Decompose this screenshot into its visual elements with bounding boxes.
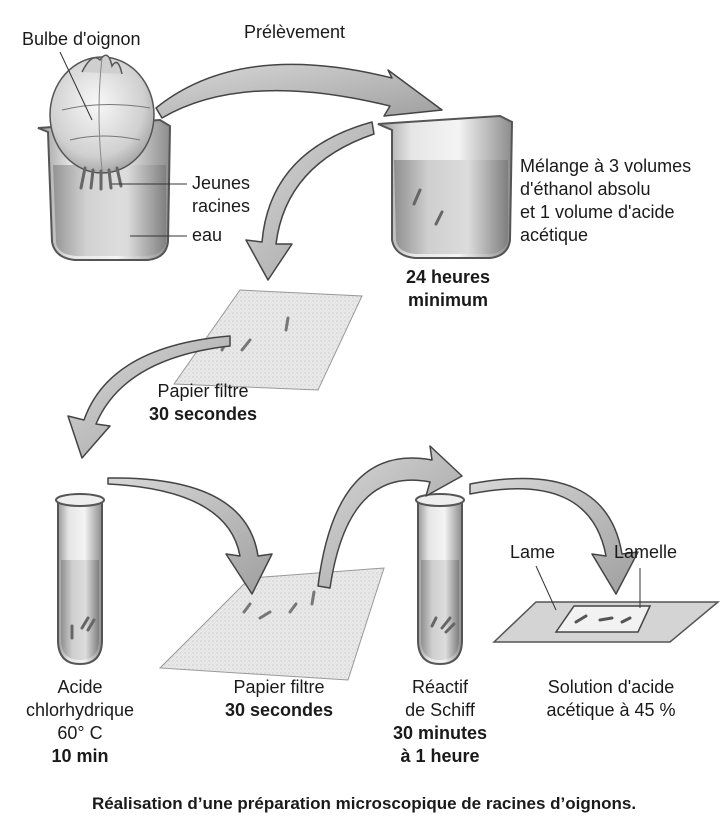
filter-paper-1-name: Papier filtre (157, 381, 249, 401)
label-fixative-mixture: Mélange à 3 volumes d'éthanol absolu et … (520, 155, 691, 247)
label-schiff-reagent: Réactif de Schiff 30 minutes à 1 heure (390, 676, 490, 768)
label-filter-paper-2: Papier filtre 30 secondes (214, 676, 344, 722)
slide (492, 601, 721, 643)
label-acetic-solution: Solution d'acide acétique à 45 % (526, 676, 696, 722)
schiff-line-1: Réactif (411, 677, 469, 697)
filter-paper-2-duration: 30 secondes (224, 700, 334, 720)
label-slide: Lame (510, 542, 556, 562)
young-roots-line-2: racines (192, 196, 251, 216)
mixture-line-1: Mélange à 3 volumes (520, 156, 692, 176)
label-onion-bulb: Bulbe d'oignon (22, 29, 141, 49)
filter-paper-2-name: Papier filtre (233, 677, 325, 697)
label-water: eau (192, 225, 223, 245)
solution-line-1: Solution d'acide (547, 677, 675, 697)
acid-line-2: chlorhydrique (25, 700, 135, 720)
mixture-line-4: acétique (520, 225, 589, 245)
label-young-roots: Jeunes racines (192, 172, 250, 218)
mixture-line-3: et 1 volume d'acide (520, 202, 675, 222)
beaker-fixative (377, 114, 514, 259)
beaker-onion (37, 54, 172, 261)
label-fixation-duration: 24 heures minimum (396, 266, 500, 312)
figure-caption: Réalisation d’une préparation microscopi… (91, 794, 637, 813)
filter-paper-2 (158, 567, 385, 681)
label-hydrochloric-acid: Acide chlorhydrique 60° C 10 min (20, 676, 140, 768)
leader-lines (59, 51, 641, 611)
label-coverslip: Lamelle (614, 542, 678, 562)
arrows (67, 63, 639, 595)
acid-line-3: 60° C (57, 723, 103, 743)
fixation-duration-line-2: minimum (407, 290, 488, 310)
acid-line-1: Acide (57, 677, 103, 697)
filter-paper-1-duration: 30 secondes (148, 404, 258, 424)
solution-line-2: acétique à 45 % (546, 700, 676, 720)
schiff-line-2: de Schiff (405, 700, 475, 720)
test-tube-hcl (55, 493, 105, 666)
acid-line-4: 10 min (51, 746, 109, 766)
test-tube-schiff (415, 493, 465, 666)
fixation-duration-line-1: 24 heures (405, 267, 491, 287)
schiff-line-3: 30 minutes (392, 723, 488, 743)
mixture-line-2: d'éthanol absolu (520, 179, 651, 199)
schiff-line-4: à 1 heure (400, 746, 480, 766)
label-sampling: Prélèvement (244, 22, 346, 42)
label-filter-paper-1: Papier filtre 30 secondes (138, 380, 268, 426)
young-roots-line-1: Jeunes (192, 173, 251, 193)
